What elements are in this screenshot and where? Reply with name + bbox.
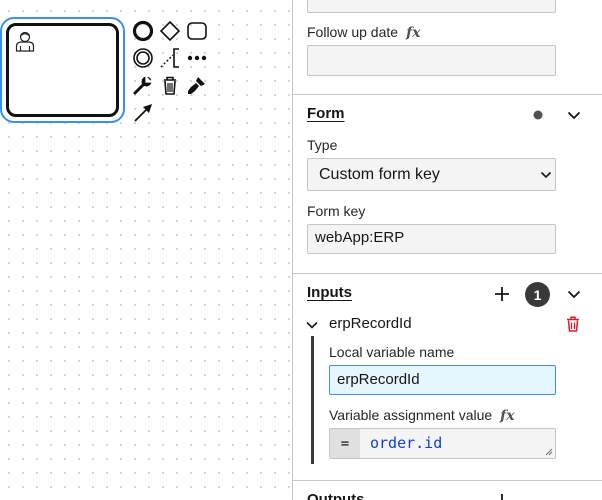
chevron-down-icon[interactable]: [566, 107, 582, 123]
fx-icon[interactable]: fx: [500, 408, 515, 424]
wrench-icon[interactable]: [132, 74, 154, 96]
selection-outline: [0, 17, 125, 123]
append-intermediate-event-icon[interactable]: [132, 47, 154, 69]
due-date-input[interactable]: [307, 0, 556, 13]
chevron-down-icon[interactable]: [566, 286, 582, 302]
input-item-indent-line: [311, 336, 314, 464]
connect-arrow-icon[interactable]: [132, 101, 154, 123]
add-output-icon[interactable]: [494, 493, 510, 500]
inputs-group-header[interactable]: Inputs: [293, 273, 602, 313]
user-task[interactable]: [6, 23, 119, 117]
text-annotation-icon[interactable]: [159, 47, 181, 69]
inputs-count-badge: 1: [525, 282, 550, 307]
variable-assignment-value: order.id: [370, 434, 443, 452]
add-input-icon[interactable]: [494, 286, 510, 302]
select-chevron-icon: [540, 171, 552, 179]
trash-icon[interactable]: [159, 74, 181, 96]
append-end-event-icon[interactable]: [132, 20, 154, 42]
form-type-label: Type: [307, 137, 338, 153]
follow-up-date-input[interactable]: [307, 45, 556, 76]
diagram-canvas[interactable]: [0, 0, 292, 500]
form-group-header[interactable]: Form: [293, 94, 602, 134]
append-gateway-icon[interactable]: [159, 20, 181, 42]
append-task-icon[interactable]: [186, 20, 208, 42]
form-key-input[interactable]: webApp:ERP: [307, 224, 556, 254]
user-icon: [15, 31, 35, 52]
data-indicator-dot: [533, 110, 543, 120]
inputs-group-title: Inputs: [307, 284, 352, 301]
local-variable-name-label: Local variable name: [329, 344, 455, 360]
form-type-value: Custom form key: [319, 166, 440, 183]
outputs-group-title: Outputs: [307, 491, 365, 500]
fx-icon[interactable]: fx: [406, 25, 421, 41]
form-group-title: Form: [307, 105, 345, 122]
more-icon[interactable]: [186, 47, 208, 69]
form-key-label: Form key: [307, 203, 366, 219]
feel-expression-indicator: =: [330, 429, 360, 458]
variable-assignment-input[interactable]: = order.id: [329, 428, 556, 459]
chevron-down-icon[interactable]: [305, 318, 319, 332]
form-type-select[interactable]: Custom form key: [307, 158, 556, 191]
context-pad: [132, 20, 212, 126]
resize-handle-icon[interactable]: [545, 448, 553, 456]
outputs-group-header[interactable]: Outputs: [293, 480, 602, 500]
input-item-name: erpRecordId: [329, 315, 412, 332]
local-variable-name-input[interactable]: erpRecordId: [329, 365, 556, 395]
paint-brush-icon[interactable]: [186, 74, 208, 96]
delete-icon[interactable]: [566, 316, 580, 332]
